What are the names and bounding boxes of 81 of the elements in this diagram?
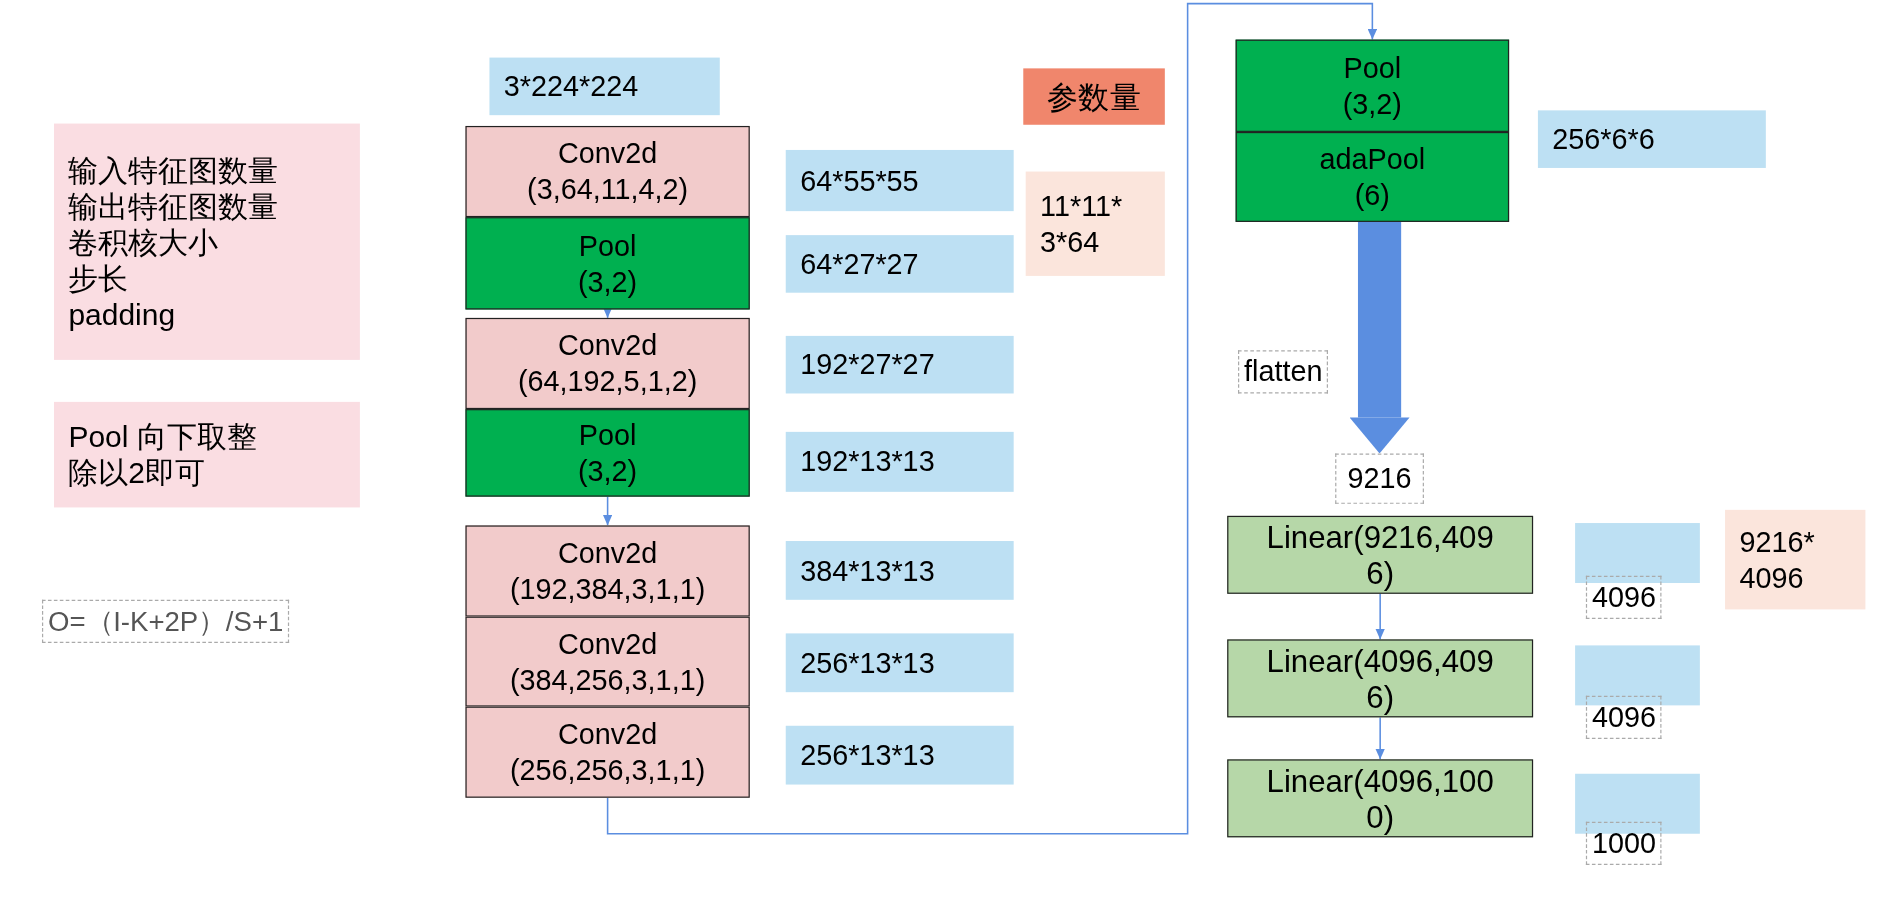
size-box bbox=[1575, 773, 1700, 834]
size-box bbox=[489, 57, 720, 116]
box-text: Conv2d bbox=[557, 716, 658, 752]
note-text: 输出特征图数量 bbox=[68, 187, 279, 224]
conv-layer-box bbox=[465, 616, 750, 707]
size-text: 4096 bbox=[1585, 695, 1662, 739]
pool-layer-box bbox=[1235, 39, 1510, 132]
param-box bbox=[1725, 509, 1866, 610]
note-text: 输入特征图数量 bbox=[68, 151, 279, 188]
box-text: 256*13*13 bbox=[800, 737, 935, 773]
box-text: (3,2) bbox=[578, 263, 638, 300]
size-box bbox=[1575, 645, 1700, 706]
box-text: Linear(9216,4096) bbox=[1265, 518, 1495, 591]
size-box bbox=[785, 235, 1014, 293]
box-text: 3*224*224 bbox=[503, 68, 639, 104]
box-text: (3,64,11,4,2) bbox=[527, 171, 689, 208]
header-text: 参数量 bbox=[1047, 78, 1141, 115]
size-box bbox=[785, 149, 1014, 212]
edge-label: flatten bbox=[1238, 350, 1329, 394]
param-box bbox=[1025, 171, 1165, 276]
box-text: (64,192,5,1,2) bbox=[517, 363, 698, 400]
box-text: (3,2) bbox=[578, 453, 638, 489]
box-text: 11*11*3*64 bbox=[1040, 187, 1124, 260]
box-text: (256,256,3,1,1) bbox=[509, 752, 706, 788]
size-box bbox=[1575, 523, 1700, 583]
arrow bbox=[1375, 716, 1385, 761]
box-text: Conv2d bbox=[557, 535, 658, 571]
box-text: (192,384,3,1,1) bbox=[509, 571, 706, 607]
box-text: Linear(4096,1000) bbox=[1265, 762, 1495, 835]
box-text: 9216*4096 bbox=[1739, 523, 1816, 596]
note-text: padding bbox=[68, 295, 176, 332]
size-text: 4096 bbox=[1585, 575, 1662, 619]
box-text: (384,256,3,1,1) bbox=[509, 661, 706, 698]
conv-layer-box bbox=[465, 317, 750, 410]
formula-text: O=（I-K+2P）/S+1 bbox=[42, 599, 290, 643]
pool-layer-box bbox=[465, 217, 750, 310]
linear-layer-box bbox=[1227, 759, 1534, 838]
size-text bbox=[1335, 453, 1424, 504]
linear-layer-box bbox=[1227, 515, 1534, 594]
conv-layer-box bbox=[465, 525, 750, 617]
box-text: 256*13*13 bbox=[800, 645, 935, 681]
note-box bbox=[54, 123, 360, 360]
note-text: 卷积核大小 bbox=[68, 223, 219, 260]
arrow bbox=[606, 2, 1378, 835]
box-text: Pool bbox=[578, 417, 637, 453]
box-text: 192*27*27 bbox=[800, 346, 935, 383]
box-text: Conv2d bbox=[557, 327, 658, 364]
size-text: 1000 bbox=[1585, 821, 1662, 865]
box-text: 256*6*6 bbox=[1552, 121, 1655, 157]
conv-layer-box bbox=[465, 706, 750, 798]
pool-layer-box bbox=[465, 409, 750, 497]
size-box bbox=[785, 541, 1014, 600]
block-arrow bbox=[1349, 221, 1410, 454]
box-text: Conv2d bbox=[557, 135, 658, 172]
box-text: 192*13*13 bbox=[800, 444, 935, 480]
pool-layer-box bbox=[1235, 131, 1510, 222]
size-box bbox=[1537, 110, 1766, 168]
size-box bbox=[785, 335, 1014, 394]
arrow bbox=[602, 495, 613, 527]
box-text: Conv2d bbox=[557, 625, 658, 662]
header-box bbox=[1023, 68, 1165, 125]
note-text: 除以2即可 bbox=[68, 454, 205, 491]
note-text: Pool 向下取整 bbox=[68, 418, 257, 455]
arrow bbox=[1375, 593, 1385, 641]
box-text: 64*27*27 bbox=[800, 246, 919, 282]
size-box bbox=[785, 431, 1014, 492]
note-box bbox=[54, 401, 360, 508]
size-box bbox=[785, 633, 1014, 693]
size-box bbox=[785, 725, 1014, 785]
box-text: 64*55*55 bbox=[800, 162, 919, 199]
note-text: 步长 bbox=[68, 259, 129, 296]
linear-layer-box bbox=[1227, 639, 1534, 718]
box-text: adaPool bbox=[1319, 141, 1426, 177]
box-text: Pool bbox=[1343, 50, 1402, 86]
box-text: Linear(4096,4096) bbox=[1265, 642, 1495, 715]
conv-layer-box bbox=[465, 125, 750, 218]
box-text: 384*13*13 bbox=[800, 552, 935, 588]
box-text: (6) bbox=[1354, 177, 1390, 213]
box-text: Pool bbox=[578, 227, 637, 263]
box-text: (3,2) bbox=[1342, 85, 1402, 122]
box-text: 9216 bbox=[1347, 460, 1412, 497]
